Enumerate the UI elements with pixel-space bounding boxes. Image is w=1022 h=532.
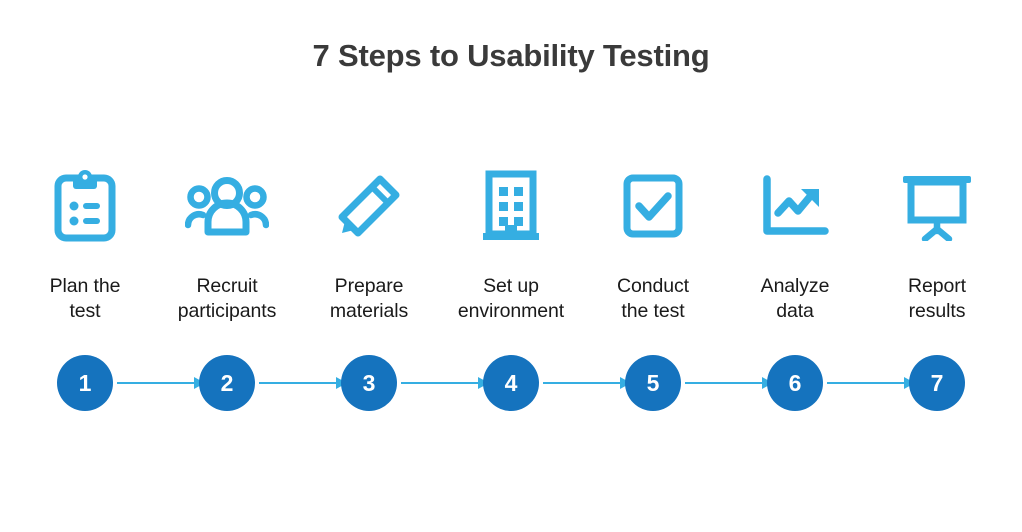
step-column-1: Plan the test xyxy=(14,160,156,324)
step-label: Conduct the test xyxy=(617,275,689,322)
step-number-badge[interactable]: 3 xyxy=(341,355,397,411)
step-number-badge[interactable]: 6 xyxy=(767,355,823,411)
pencil-icon xyxy=(334,160,404,252)
steps-numbers-row: 1 2 3 4 xyxy=(14,355,1008,411)
step-number-cell-3: 3 xyxy=(298,355,489,411)
step-number-badge[interactable]: 7 xyxy=(909,355,965,411)
step-number-badge[interactable]: 4 xyxy=(483,355,539,411)
step-label: Plan the test xyxy=(49,275,121,322)
presentation-board-icon xyxy=(901,160,973,252)
step-label: Prepare materials xyxy=(329,275,409,322)
checkbox-check-icon xyxy=(621,160,685,252)
step-column-5: Conduct the test xyxy=(582,160,724,324)
step-number-cell-4: 4 xyxy=(440,355,631,411)
clipboard-checklist-icon xyxy=(53,160,117,252)
step-column-2: Recruit participants xyxy=(156,160,298,324)
people-group-icon xyxy=(185,160,269,252)
step-number-cell-1: 1 xyxy=(14,355,205,411)
step-number-badge[interactable]: 1 xyxy=(57,355,113,411)
step-number-cell-2: 2 xyxy=(156,355,347,411)
step-label: Recruit participants xyxy=(177,275,277,322)
line-chart-up-icon xyxy=(759,160,831,252)
step-column-6: Analyze data xyxy=(724,160,866,324)
step-column-4: Set up environment xyxy=(440,160,582,324)
office-building-icon xyxy=(481,160,541,252)
page-title: 7 Steps to Usability Testing xyxy=(312,38,710,73)
step-number-badge[interactable]: 5 xyxy=(625,355,681,411)
step-column-7: Report results xyxy=(866,160,1008,324)
step-number-cell-7: 7 xyxy=(866,355,1008,411)
step-label: Set up environment xyxy=(457,275,565,322)
step-column-3: Prepare materials xyxy=(298,160,440,324)
step-label: Report results xyxy=(908,275,966,322)
step-number-cell-6: 6 xyxy=(724,355,915,411)
step-label: Analyze data xyxy=(760,275,830,322)
steps-icons-row: Plan the test Recruit participants xyxy=(14,160,1008,324)
step-number-cell-5: 5 xyxy=(582,355,773,411)
step-number-badge[interactable]: 2 xyxy=(199,355,255,411)
